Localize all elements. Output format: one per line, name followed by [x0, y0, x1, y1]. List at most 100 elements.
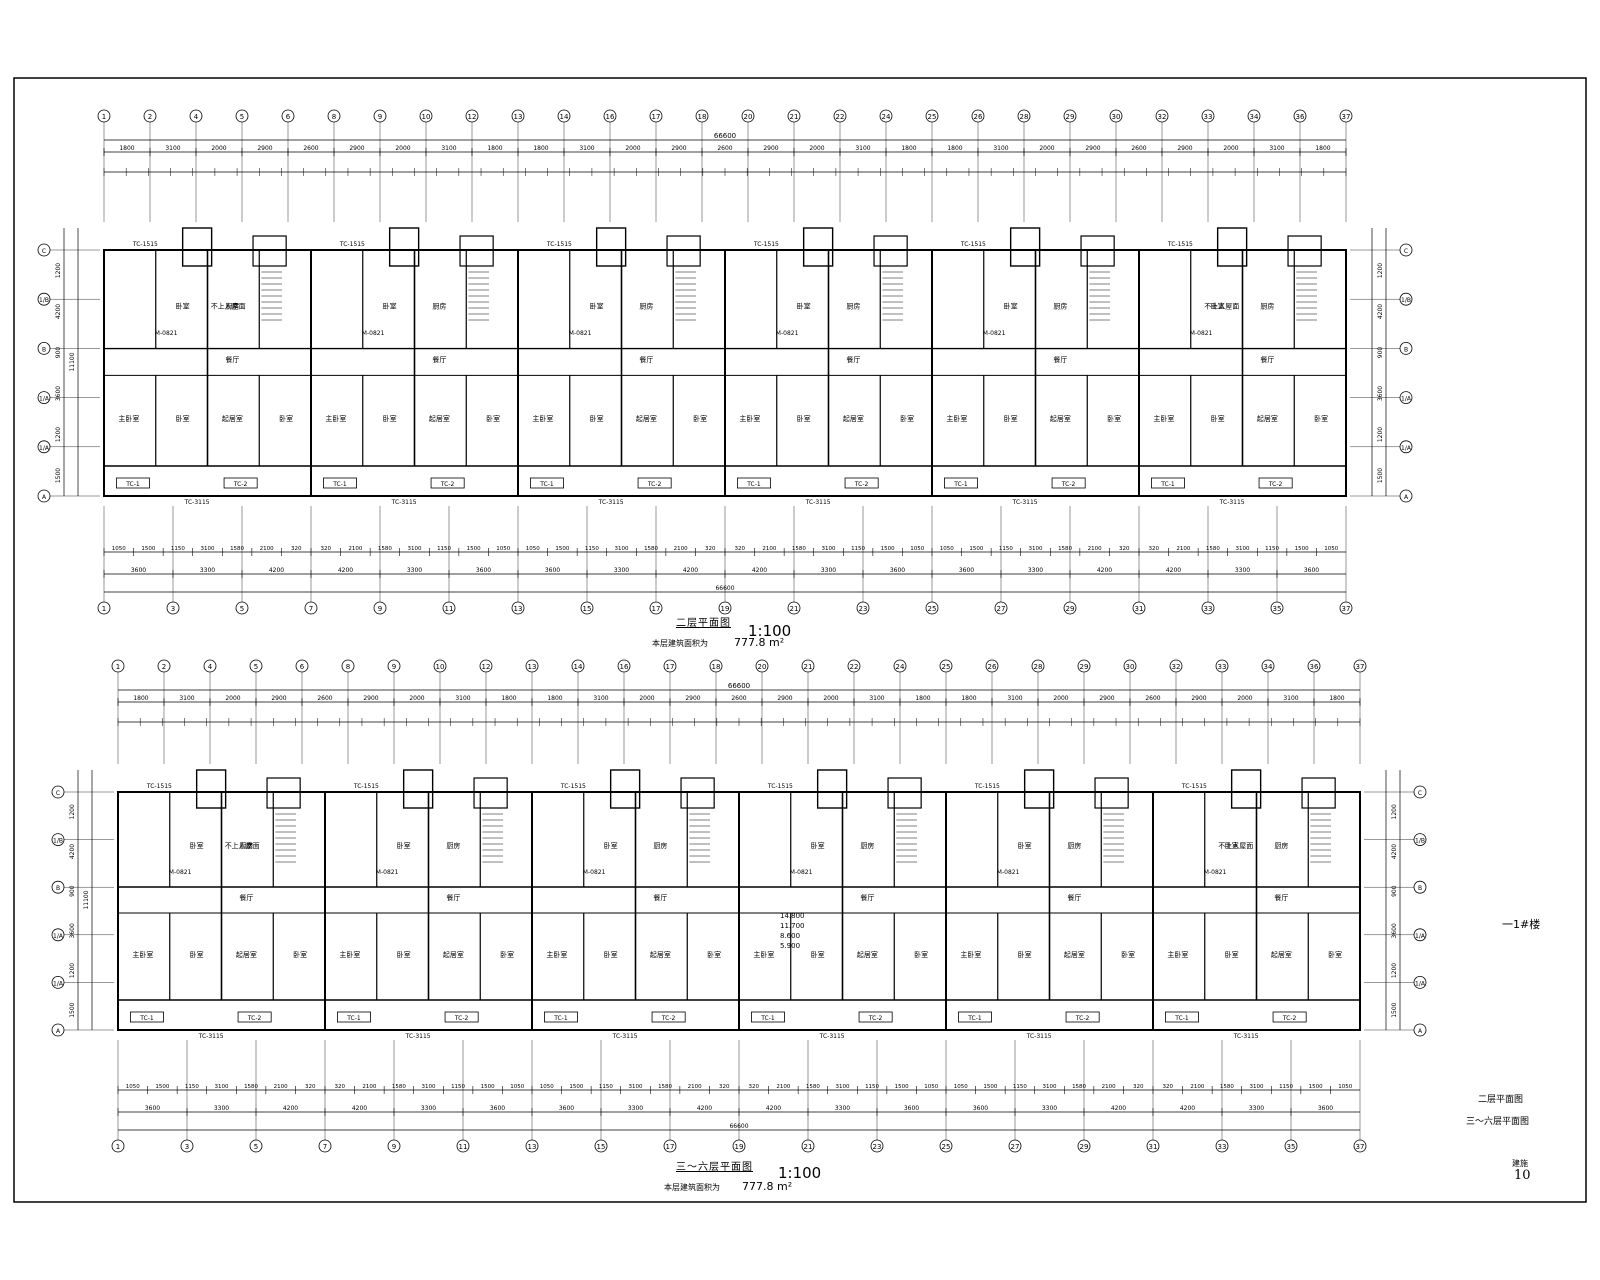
dim-value-top: 3100: [593, 695, 608, 702]
dim-value-side: 1500: [1377, 468, 1384, 483]
axis-label-bottom: 3: [185, 1143, 189, 1151]
axis-label-side: B: [1404, 346, 1408, 353]
door-label: M-0821: [776, 330, 799, 337]
window-tc2: [444, 1011, 479, 1023]
dim-value-bottom: 3100: [215, 1084, 229, 1090]
window-label: TC-3115: [1219, 499, 1245, 506]
window-label: TC-1: [125, 481, 140, 488]
axis-label-bottom: 29: [1066, 605, 1075, 613]
room-label: 卧室: [590, 301, 604, 310]
dim-value-side: 1200: [1377, 263, 1384, 278]
axis-label-bottom: 33: [1218, 1143, 1227, 1151]
window-tc1: [130, 1011, 164, 1023]
window-label: TC-2: [440, 481, 455, 488]
window-label: TC-3115: [184, 499, 210, 506]
dim-value-top: 3100: [179, 695, 194, 702]
roof-label: 不上人屋面: [211, 301, 246, 310]
axis-label-bottom: 5: [254, 1143, 258, 1151]
dim-value-bottom: 3100: [1043, 1084, 1057, 1090]
dim-value-bottom: 4200: [697, 1105, 712, 1112]
dim-value-top: 2000: [1053, 695, 1068, 702]
axis-label-side: C: [42, 248, 46, 255]
dim-value-top: 2600: [717, 145, 732, 152]
dim-value-bottom: 1150: [437, 546, 451, 552]
dim-value-top: 1800: [133, 695, 148, 702]
axis-label-top: 10: [436, 663, 445, 671]
axis-bubble-bottom: [649, 601, 663, 615]
window-tc1: [116, 477, 150, 489]
dim-value-bottom: 1050: [526, 546, 540, 552]
dim-value-top: 1800: [533, 145, 548, 152]
axis-label-bottom: 7: [309, 605, 313, 613]
dim-value-top: 1800: [119, 145, 134, 152]
axis-label-side: C: [1404, 248, 1408, 255]
axis-label-top: 22: [836, 113, 845, 121]
dim-value-top: 3100: [455, 695, 470, 702]
dim-value-top: 2000: [409, 695, 424, 702]
dim-value-top: 2000: [625, 145, 640, 152]
plan-title-upper: 二层平面图: [676, 618, 731, 629]
axis-label-bottom: 33: [1204, 605, 1213, 613]
axis-label-top: 13: [528, 663, 537, 671]
dim-value-bottom: 1580: [658, 1084, 672, 1090]
axis-bubble-bottom: [1063, 601, 1077, 615]
room-label: 厨房: [1067, 841, 1081, 850]
dim-value-top: 2600: [1131, 145, 1146, 152]
axis-label-bottom: 21: [790, 605, 799, 613]
room-label: 卧室: [1018, 950, 1032, 959]
room-label: 起居室: [222, 414, 243, 423]
axis-label-side: B: [56, 885, 60, 892]
axis-label-top: 29: [1066, 113, 1075, 121]
drawing-number: 10: [1514, 1168, 1531, 1183]
dim-value-top: 2900: [257, 145, 272, 152]
window-label: TC-2: [868, 1015, 883, 1022]
axis-label-side: 1/A: [53, 933, 64, 940]
dim-value-bottom: 3300: [421, 1105, 436, 1112]
axis-label-top: 16: [620, 663, 629, 671]
window-label: TC-1515: [146, 783, 172, 790]
dim-value-bottom: 2100: [348, 546, 362, 552]
axis-label-top: 25: [942, 663, 951, 671]
axis-label-bottom: 5: [240, 605, 244, 613]
window-tc1: [1151, 477, 1185, 489]
dim-value-top: 2900: [1191, 695, 1206, 702]
room-label: 卧室: [900, 414, 914, 423]
dim-value-bottom: 3300: [200, 567, 215, 574]
window-label: TC-3115: [1233, 1033, 1259, 1040]
window-label: TC-1515: [560, 783, 586, 790]
room-label: 卧室: [590, 414, 604, 423]
dim-value-top: 2900: [1099, 695, 1114, 702]
window-label: TC-2: [647, 481, 662, 488]
window-label: TC-1: [553, 1015, 568, 1022]
sheet-title-2: 三～六层平面图: [1466, 1117, 1530, 1127]
dim-value-top: 3100: [1269, 145, 1284, 152]
dim-value-top: 2900: [763, 145, 778, 152]
window-label: TC-3115: [598, 499, 624, 506]
axis-label-side: 1/A: [1401, 396, 1412, 403]
sheet-border: [13, 77, 1587, 1203]
dim-value-top: 2000: [809, 145, 824, 152]
dim-value-top: 2900: [1177, 145, 1192, 152]
dim-value-bottom: 4200: [283, 1105, 298, 1112]
axis-bubble-bottom: [373, 601, 387, 615]
dim-value-top: 2000: [211, 145, 226, 152]
axis-label-top: 25: [928, 113, 937, 121]
bay-stair: [666, 235, 701, 267]
axis-label-side: A: [1418, 1028, 1423, 1035]
axis-bubble-bottom: [1215, 1139, 1229, 1153]
axis-label-side: 1/A: [39, 396, 50, 403]
room-label: 主卧室: [1167, 950, 1188, 959]
axis-label-top: 37: [1356, 663, 1365, 671]
axis-label-bottom: 13: [528, 1143, 537, 1151]
axis-label-top: 6: [300, 663, 305, 671]
dim-value-side: 4200: [1391, 844, 1398, 859]
dim-value-top: 3100: [441, 145, 456, 152]
axis-label-bottom: 15: [583, 605, 592, 613]
window-label: TC-1515: [753, 241, 779, 248]
axis-label-top: 32: [1172, 663, 1181, 671]
plan-scale-lower: 1:100: [778, 1164, 822, 1182]
room-label: 厨房: [1274, 841, 1288, 850]
axis-label-bottom: 1: [116, 1143, 120, 1151]
room-label: 厨房: [1260, 301, 1274, 310]
